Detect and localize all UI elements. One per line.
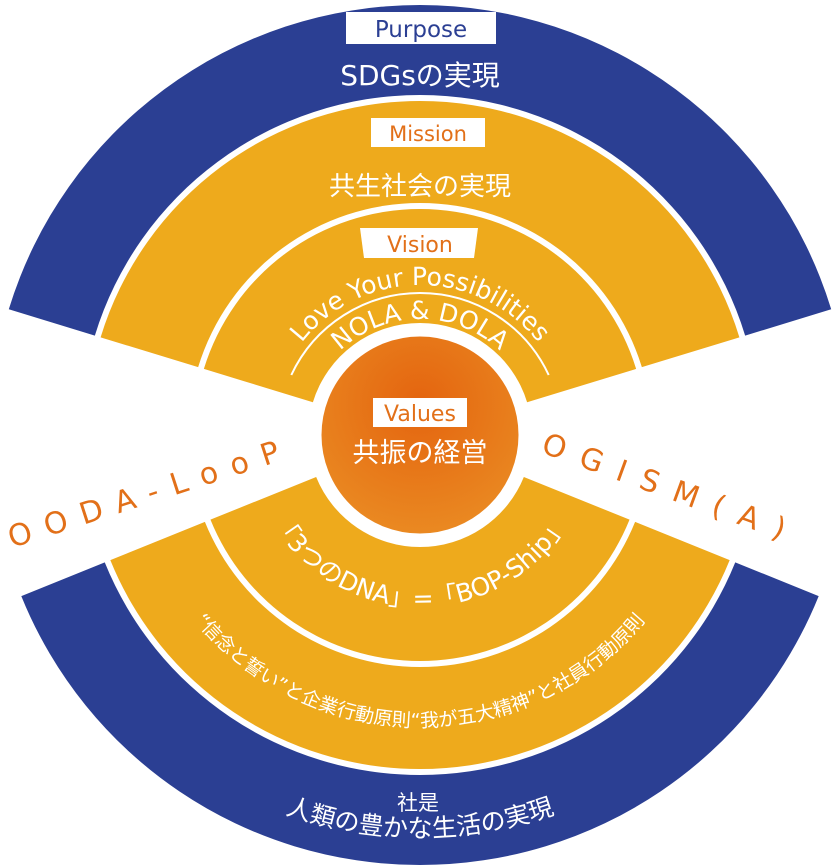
- mission-tag-box: [371, 118, 485, 147]
- mission-ring: [100, 101, 740, 368]
- purpose-text: SDGsの実現: [340, 59, 500, 92]
- vision-ring: [203, 208, 637, 403]
- values-text: 共振の経営: [353, 438, 488, 469]
- dna-ring: [210, 476, 630, 662]
- mission-tag: Mission: [389, 122, 467, 146]
- motto-ring: [21, 562, 819, 866]
- purpose-tag-box: [346, 12, 496, 44]
- principles-ring: [110, 521, 730, 769]
- mission-text: 共生社会の実現: [329, 172, 511, 202]
- motto-tag: 社是: [397, 791, 439, 815]
- values-tag-box: [373, 398, 467, 427]
- vision-tag: Vision: [387, 233, 453, 258]
- purpose-ring: [8, 4, 832, 336]
- vision-underline: [290, 292, 550, 376]
- vision-tag-box: [360, 228, 478, 258]
- values-tag: Values: [384, 402, 456, 427]
- values-circle: [314, 329, 526, 541]
- purpose-tag: Purpose: [375, 17, 467, 43]
